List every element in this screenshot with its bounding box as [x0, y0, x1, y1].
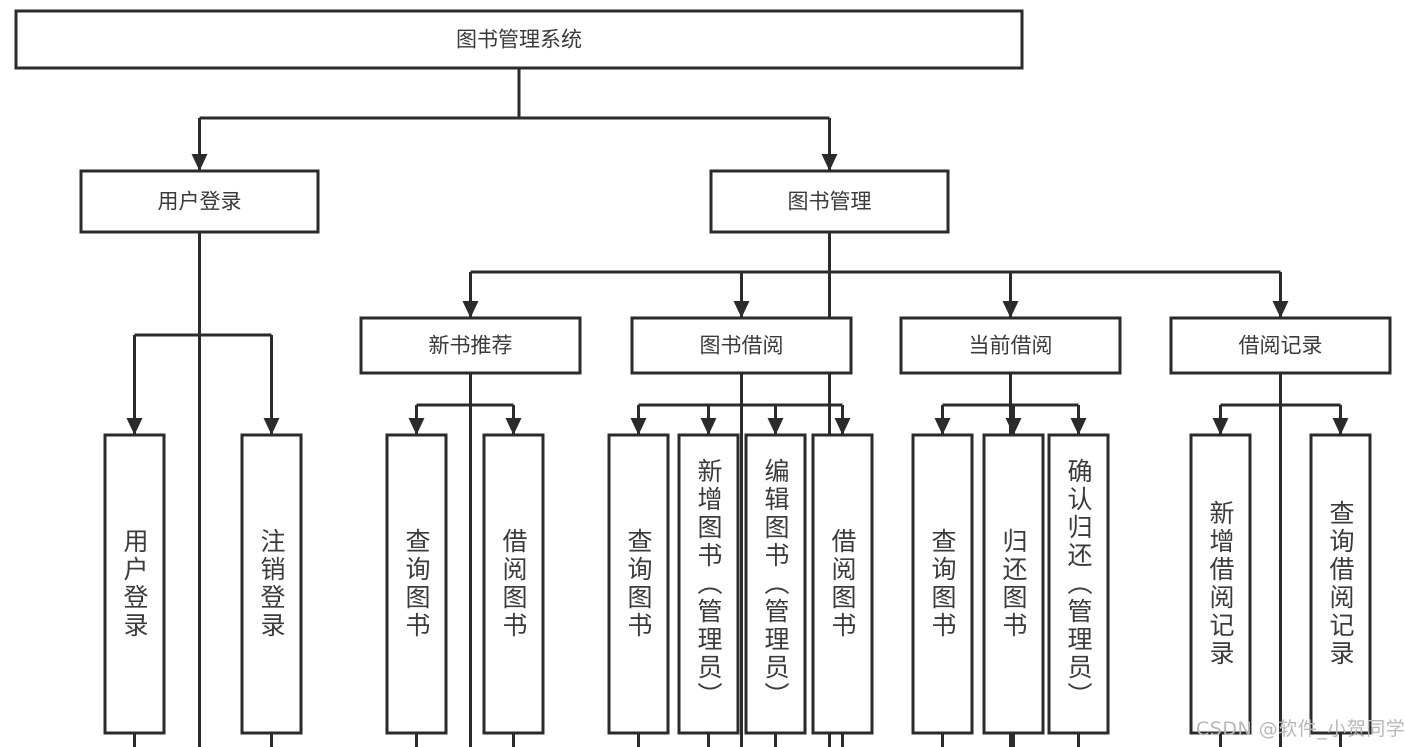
- arrow-head-icon: [834, 418, 851, 435]
- arrow-head-icon: [408, 418, 425, 435]
- arrow-head-icon: [700, 418, 717, 435]
- node-box-current-borrow[interactable]: [899, 316, 1122, 375]
- arrow-head-icon: [1002, 301, 1019, 318]
- arrow-head-icon: [1070, 418, 1087, 435]
- arrow-head-icon: [821, 154, 838, 171]
- arrow-head-icon: [630, 418, 647, 435]
- arrow-head-icon: [126, 418, 143, 435]
- arrow-head-icon: [733, 301, 750, 318]
- arrow-head-icon: [1005, 418, 1022, 435]
- arrow-head-icon: [934, 418, 951, 435]
- node-box-new-book-recommend[interactable]: [359, 316, 582, 375]
- node-box-leaf-add-borrow-record[interactable]: [1189, 433, 1252, 735]
- node-label-new-book-recommend: 新书推荐: [429, 334, 513, 358]
- node-box-root[interactable]: [14, 9, 1024, 70]
- node-label-book-borrow: 图书借阅: [700, 334, 784, 358]
- node-box-user-login[interactable]: [79, 169, 320, 234]
- csdn-watermark: CSDN @软件_小贺同学: [1196, 718, 1405, 740]
- arrow-head-icon: [767, 418, 784, 435]
- arrow-head-icon: [1332, 418, 1349, 435]
- arrow-head-icon: [462, 301, 479, 318]
- arrow-head-icon: [1272, 301, 1289, 318]
- node-label-user-login: 用户登录: [158, 190, 242, 214]
- node-label-book-management: 图书管理: [788, 190, 872, 214]
- node-label-root: 图书管理系统: [456, 28, 582, 52]
- node-box-leaf-user-logout[interactable]: [240, 433, 303, 735]
- node-box-leaf-query-book-recommend[interactable]: [385, 433, 448, 735]
- arrow-head-icon: [1212, 418, 1229, 435]
- node-box-book-management[interactable]: [709, 169, 950, 234]
- arrow-head-icon: [263, 418, 280, 435]
- node-boxes-layer: [14, 9, 1392, 735]
- node-label-borrow-record: 借阅记录: [1239, 334, 1323, 358]
- node-box-leaf-borrow-book-recommend[interactable]: [482, 433, 545, 735]
- node-box-leaf-add-book[interactable]: [677, 433, 740, 735]
- node-box-leaf-confirm-return[interactable]: [1047, 433, 1110, 735]
- node-box-leaf-borrow-book[interactable]: [811, 433, 874, 735]
- node-box-leaf-user-login[interactable]: [103, 433, 166, 735]
- node-box-leaf-query-borrow-record[interactable]: [1309, 433, 1372, 735]
- node-box-leaf-query-book-borrow[interactable]: [607, 433, 670, 735]
- arrow-head-icon: [191, 154, 208, 171]
- node-label-current-borrow: 当前借阅: [969, 334, 1053, 358]
- node-box-leaf-query-book-current[interactable]: [911, 433, 974, 735]
- node-box-leaf-return-book[interactable]: [982, 433, 1045, 735]
- arrow-head-icon: [505, 418, 522, 435]
- node-box-leaf-edit-book[interactable]: [744, 433, 807, 735]
- node-box-book-borrow[interactable]: [630, 316, 853, 375]
- node-box-borrow-record[interactable]: [1169, 316, 1392, 375]
